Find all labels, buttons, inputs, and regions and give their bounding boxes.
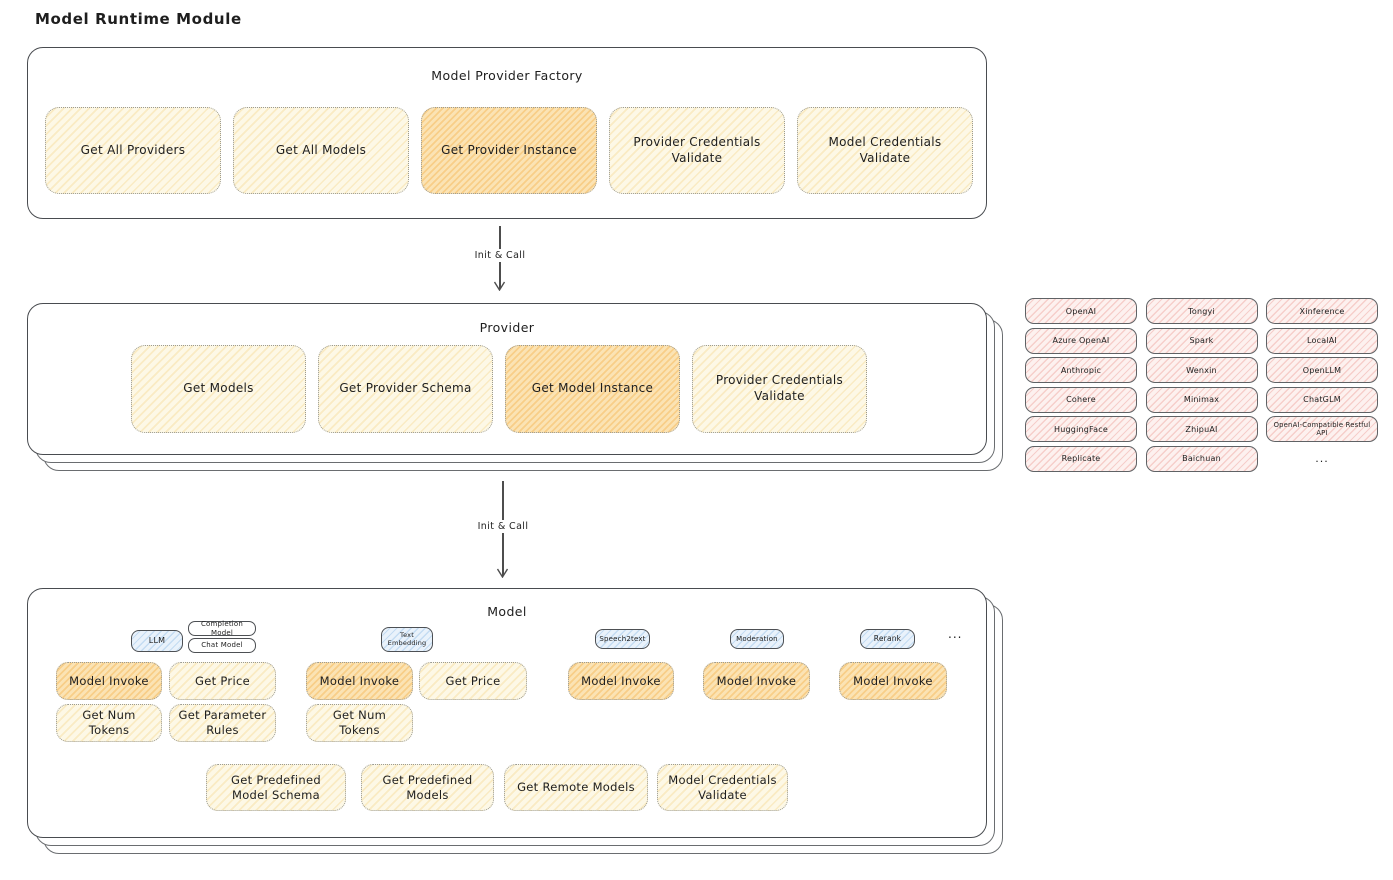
init-call-label-1: Init & Call xyxy=(455,249,545,262)
factory-buttons-row: Get All Providers Get All Models Get Pro… xyxy=(45,107,973,194)
btn-model-credentials-validate: Model Credentials Validate xyxy=(797,107,973,194)
provider-chip-openai: OpenAI xyxy=(1025,298,1137,324)
provider-title: Provider xyxy=(479,320,535,335)
provider-chip-minimax: Minimax xyxy=(1145,386,1258,413)
btn-get-all-models: Get All Models xyxy=(233,107,409,194)
btn-get-price-llm: Get Price xyxy=(169,662,276,700)
model-frame: Model LLM Completion Model Chat Model Te… xyxy=(27,588,987,838)
btn-get-parameter-rules: Get Parameter Rules xyxy=(169,704,276,742)
factory-title: Model Provider Factory xyxy=(431,68,583,83)
btn-provider-credentials-validate-2: Provider Credentials Validate xyxy=(692,345,867,433)
factory-frame: Model Provider Factory Get All Providers… xyxy=(27,47,987,219)
btn-get-predefined-model-schema: Get Predefined Model Schema xyxy=(206,764,346,811)
btn-provider-credentials-validate: Provider Credentials Validate xyxy=(609,107,785,194)
provider-chip-zhipuai: ZhipuAI xyxy=(1145,416,1258,442)
provider-chip-openai-compatible: OpenAI-Compatible Restful API xyxy=(1266,416,1378,442)
btn-model-invoke-moderation: Model Invoke xyxy=(703,662,810,700)
btn-get-model-instance: Get Model Instance xyxy=(505,345,680,433)
provider-chip-wenxin: Wenxin xyxy=(1145,357,1258,383)
provider-chip-replicate: Replicate xyxy=(1025,445,1137,472)
provider-chip-chatglm: ChatGLM xyxy=(1266,386,1378,413)
tag-chat-model: Chat Model xyxy=(188,638,256,653)
provider-chip-tongyi: Tongyi xyxy=(1145,298,1258,324)
tag-moderation: Moderation xyxy=(730,629,784,649)
btn-model-credentials-validate-2: Model Credentials Validate xyxy=(657,764,788,811)
btn-get-predefined-models: Get Predefined Models xyxy=(361,764,494,811)
arrow-head-down-icon xyxy=(496,568,509,578)
btn-model-invoke-speech2text: Model Invoke xyxy=(568,662,674,700)
model-more-ellipsis: ... xyxy=(948,627,963,641)
provider-chip-localai: LocalAI xyxy=(1266,327,1378,354)
btn-model-invoke-text-embedding: Model Invoke xyxy=(306,662,413,700)
page-title: Model Runtime Module xyxy=(35,10,242,28)
tag-llm: LLM xyxy=(131,630,183,652)
provider-chip-xinference: Xinference xyxy=(1266,298,1378,324)
provider-chip-spark: Spark xyxy=(1145,327,1258,354)
btn-get-remote-models: Get Remote Models xyxy=(504,764,648,811)
btn-model-invoke-rerank: Model Invoke xyxy=(839,662,947,700)
provider-frame: Provider Get Models Get Provider Schema … xyxy=(27,303,987,455)
provider-chip-azure-openai: Azure OpenAI xyxy=(1025,327,1137,354)
tag-speech2text: Speech2text xyxy=(595,629,650,649)
btn-get-all-providers: Get All Providers xyxy=(45,107,221,194)
btn-get-models: Get Models xyxy=(131,345,306,433)
provider-chip-huggingface: HuggingFace xyxy=(1025,416,1137,442)
provider-chip-anthropic: Anthropic xyxy=(1025,357,1137,383)
btn-get-num-tokens-llm: Get Num Tokens xyxy=(56,704,162,742)
tag-completion-model: Completion Model xyxy=(188,620,256,637)
provider-buttons-row: Get Models Get Provider Schema Get Model… xyxy=(131,345,867,433)
btn-model-invoke-llm: Model Invoke xyxy=(56,662,162,700)
providers-more-ellipsis: ... xyxy=(1315,452,1329,465)
arrow-head-down-icon xyxy=(493,281,506,291)
btn-get-price-text-embedding: Get Price xyxy=(419,662,527,700)
tag-text-embedding: Text Embedding xyxy=(381,627,433,652)
btn-get-provider-instance: Get Provider Instance xyxy=(421,107,597,194)
provider-chip-cohere: Cohere xyxy=(1025,386,1137,413)
providers-grid: OpenAI Tongyi Xinference Azure OpenAI Sp… xyxy=(1025,298,1378,472)
model-title: Model xyxy=(487,604,527,619)
provider-chip-baichuan: Baichuan xyxy=(1145,445,1258,472)
btn-get-num-tokens-text-embedding: Get Num Tokens xyxy=(306,704,413,742)
provider-chip-openllm: OpenLLM xyxy=(1266,357,1378,383)
init-call-label-2: Init & Call xyxy=(458,520,548,533)
tag-rerank: Rerank xyxy=(860,629,915,649)
btn-get-provider-schema: Get Provider Schema xyxy=(318,345,493,433)
